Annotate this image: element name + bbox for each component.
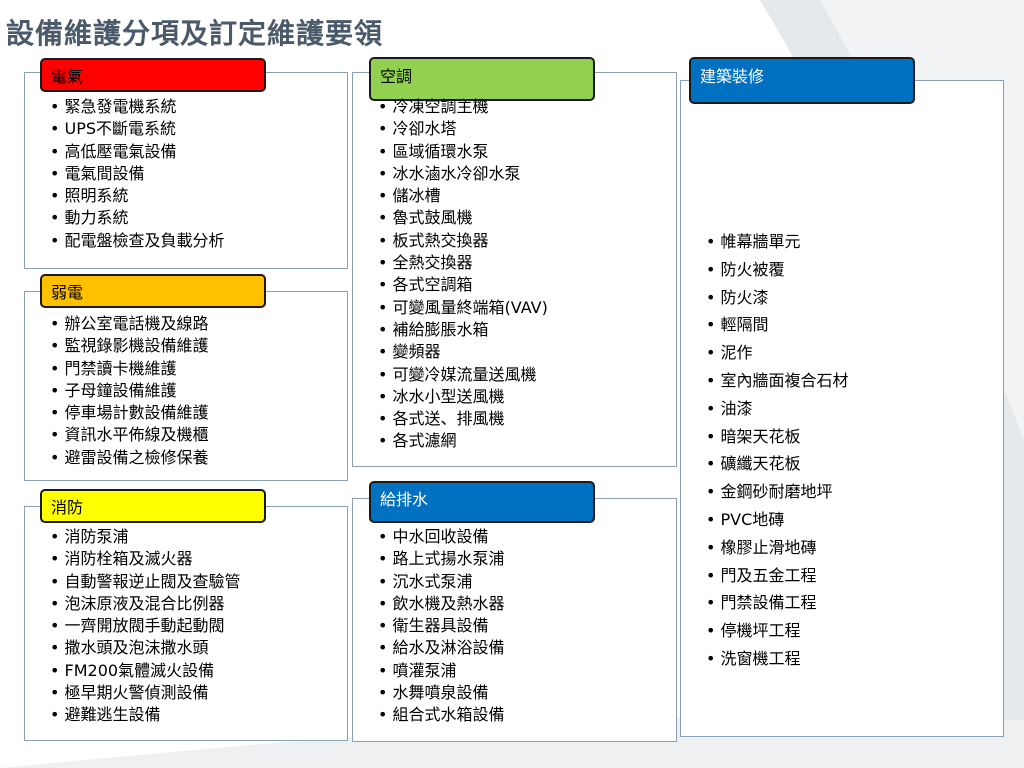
list-item: 門及五金工程	[706, 562, 849, 590]
list-item: 全熱交換器	[378, 252, 548, 274]
list-item: 可變風量終端箱(VAV)	[378, 297, 548, 319]
list-item: 各式濾網	[378, 430, 548, 452]
list-item: 自動警報逆止閥及查驗管	[50, 571, 241, 593]
architecture-item-list: 帷幕牆單元 防火被覆 防火漆 輕隔間 泥作 室內牆面複合石材 油漆 暗架天花板 …	[706, 228, 849, 673]
list-item: 橡膠止滑地磚	[706, 534, 849, 562]
list-item: 板式熱交換器	[378, 230, 548, 252]
list-item: 魯式鼓風機	[378, 207, 548, 229]
list-item: 給水及淋浴設備	[378, 637, 505, 659]
fire-category-label: 消防	[40, 489, 266, 523]
list-item: 配電盤檢查及負載分析	[50, 230, 225, 252]
page-title: 設備維護分項及訂定維護要領	[6, 17, 384, 50]
list-item: 洗窗機工程	[706, 645, 849, 673]
list-item: 停機坪工程	[706, 617, 849, 645]
list-item: 門禁讀卡機維護	[50, 358, 209, 380]
list-item: 緊急發電機系統	[50, 96, 225, 118]
list-item: 極早期火警偵測設備	[50, 682, 241, 704]
list-item: 噴灌泵浦	[378, 660, 505, 682]
water-item-list: 中水回收設備 路上式揚水泵浦 沉水式泵浦 飲水機及熱水器 衛生器具設備 給水及淋…	[378, 526, 505, 727]
list-item: 室內牆面複合石材	[706, 367, 849, 395]
list-item: 沉水式泵浦	[378, 571, 505, 593]
list-item: 冰水滷水冷卻水泵	[378, 163, 548, 185]
list-item: 區域循環水泵	[378, 141, 548, 163]
list-item: 高低壓電氣設備	[50, 141, 225, 163]
electrical-category-label: 電氣	[40, 58, 266, 92]
list-item: 電氣間設備	[50, 163, 225, 185]
hvac-item-list: 冷凍空調主機 冷卻水塔 區域循環水泵 冰水滷水冷卻水泵 儲冰槽 魯式鼓風機 板式…	[378, 96, 548, 453]
list-item: 中水回收設備	[378, 526, 505, 548]
list-item: 照明系統	[50, 185, 225, 207]
list-item: 各式空調箱	[378, 274, 548, 296]
list-item: FM200氣體滅火設備	[50, 660, 241, 682]
list-item: 儲冰槽	[378, 185, 548, 207]
list-item: 消防栓箱及滅火器	[50, 548, 241, 570]
hvac-category-label: 空調	[369, 57, 595, 101]
list-item: 辦公室電話機及線路	[50, 313, 209, 335]
architecture-category-label: 建築裝修	[689, 57, 915, 104]
weak-current-item-list: 辦公室電話機及線路 監視錄影機設備維護 門禁讀卡機維護 子母鐘設備維護 停車場計…	[50, 313, 209, 469]
list-item: 泡沫原液及混合比例器	[50, 593, 241, 615]
list-item: 補給膨脹水箱	[378, 319, 548, 341]
list-item: 金鋼砂耐磨地坪	[706, 478, 849, 506]
list-item: 路上式揚水泵浦	[378, 548, 505, 570]
weak-current-category-label: 弱電	[40, 274, 266, 308]
list-item: 冷凍空調主機	[378, 96, 548, 118]
list-item: 監視錄影機設備維護	[50, 335, 209, 357]
list-item: 避雷設備之檢修保養	[50, 447, 209, 469]
list-item: 避難逃生設備	[50, 704, 241, 726]
list-item: 各式送、排風機	[378, 408, 548, 430]
list-item: 冰水小型送風機	[378, 386, 548, 408]
fire-item-list: 消防泵浦 消防栓箱及滅火器 自動警報逆止閥及查驗管 泡沫原液及混合比例器 一齊開…	[50, 526, 241, 727]
list-item: 門禁設備工程	[706, 589, 849, 617]
water-category-label: 給排水	[369, 481, 595, 523]
list-item: 動力系統	[50, 207, 225, 229]
list-item: 輕隔間	[706, 311, 849, 339]
list-item: 泥作	[706, 339, 849, 367]
list-item: 資訊水平佈線及機櫃	[50, 424, 209, 446]
list-item: 停車場計數設備維護	[50, 402, 209, 424]
list-item: 衛生器具設備	[378, 615, 505, 637]
list-item: 變頻器	[378, 341, 548, 363]
list-item: PVC地磚	[706, 506, 849, 534]
list-item: 組合式水箱設備	[378, 704, 505, 726]
list-item: 礦纖天花板	[706, 450, 849, 478]
list-item: 油漆	[706, 395, 849, 423]
list-item: 防火漆	[706, 284, 849, 312]
list-item: UPS不斷電系統	[50, 118, 225, 140]
list-item: 防火被覆	[706, 256, 849, 284]
list-item: 子母鐘設備維護	[50, 380, 209, 402]
list-item: 水舞噴泉設備	[378, 682, 505, 704]
electrical-item-list: 緊急發電機系統 UPS不斷電系統 高低壓電氣設備 電氣間設備 照明系統 動力系統…	[50, 96, 225, 252]
list-item: 一齊開放閥手動起動閥	[50, 615, 241, 637]
list-item: 帷幕牆單元	[706, 228, 849, 256]
list-item: 可變冷媒流量送風機	[378, 364, 548, 386]
list-item: 消防泵浦	[50, 526, 241, 548]
list-item: 冷卻水塔	[378, 118, 548, 140]
list-item: 飲水機及熱水器	[378, 593, 505, 615]
list-item: 撒水頭及泡沫撒水頭	[50, 637, 241, 659]
list-item: 暗架天花板	[706, 423, 849, 451]
